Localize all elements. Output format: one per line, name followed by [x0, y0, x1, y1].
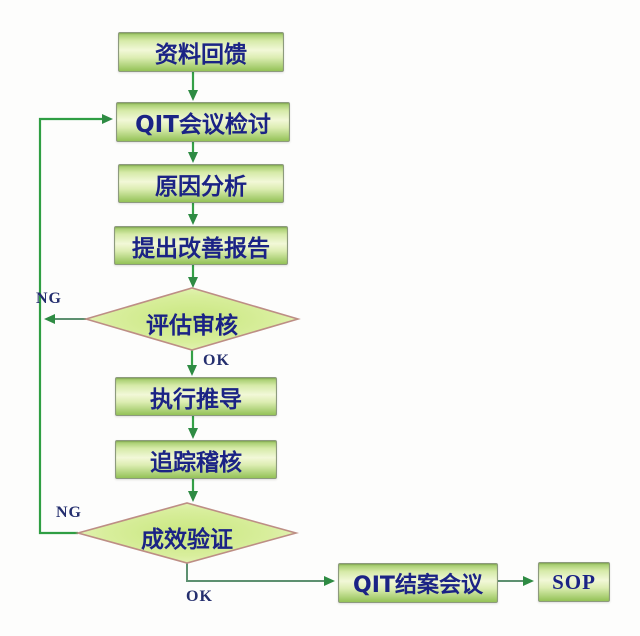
sop-arrow-head — [523, 576, 534, 586]
feedback-arrow-head — [102, 114, 113, 124]
label-evaluation-review: 评估审核 — [146, 313, 238, 339]
node-improvement-report: 提出改善报告 — [114, 226, 288, 265]
verification-ok-line — [186, 563, 325, 582]
node-sop: SOP — [538, 562, 610, 602]
verification-ok-arrow-head — [324, 576, 335, 586]
label-effect-verification: 成效验证 — [141, 527, 233, 553]
decision-diamond-verification — [74, 502, 300, 564]
node-cause-analysis: 原因分析 — [118, 164, 284, 203]
ng-feedback-loop-line — [38, 117, 103, 535]
node-tracking-audit: 追踪稽核 — [115, 440, 277, 479]
edge-label-verification-ok: OK — [186, 588, 213, 605]
node-qit-closing-meeting: QIT结案会议 — [338, 563, 498, 603]
edge-label-evaluation-ng: NG — [36, 290, 62, 307]
node-execution-promotion: 执行推导 — [115, 377, 277, 416]
edge-label-evaluation-ok: OK — [203, 352, 230, 369]
node-data-feedback: 资料回馈 — [118, 32, 284, 72]
vertical-arrow-heads — [187, 90, 198, 502]
evaluation-ng-arrow-head — [44, 314, 55, 324]
node-qit-meeting-review: QIT会议检讨 — [116, 102, 290, 142]
decision-diamond-evaluation — [83, 287, 301, 351]
edge-label-verification-ng: NG — [56, 504, 82, 521]
